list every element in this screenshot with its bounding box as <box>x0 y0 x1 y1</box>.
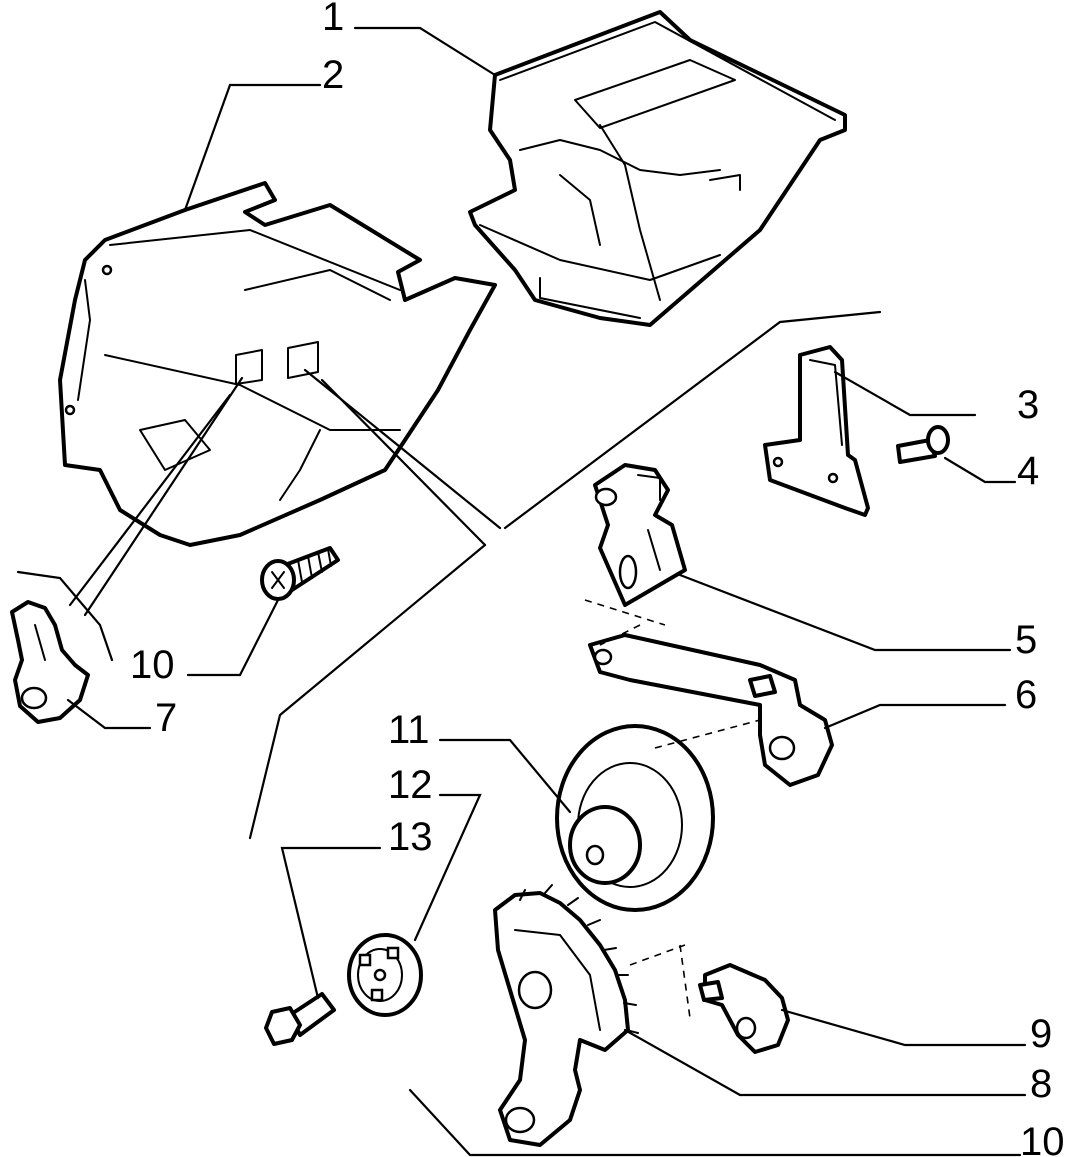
part-4-small-bolt <box>896 425 950 464</box>
label-part-8: 8 <box>1030 1062 1052 1106</box>
label-part-4: 4 <box>1017 449 1039 493</box>
label-part-6: 6 <box>1015 673 1037 717</box>
part-labels: 1 2 3 4 5 6 7 8 9 10 10 11 12 13 <box>130 0 1065 1157</box>
part-7-small-lever <box>10 600 90 724</box>
label-part-1: 1 <box>322 0 344 39</box>
label-part-10-upper: 10 <box>130 643 175 687</box>
label-part-11: 11 <box>388 708 430 752</box>
label-part-13: 13 <box>388 815 433 859</box>
part-1-upper-housing <box>468 10 847 327</box>
part-6-link-arm <box>588 633 834 787</box>
label-part-5: 5 <box>1015 618 1037 662</box>
part-8-toothed-sector <box>493 884 639 1147</box>
assembly-axes <box>584 599 761 1019</box>
part-2-lower-housing <box>58 181 497 547</box>
label-part-7: 7 <box>155 696 177 740</box>
part-11-pulley <box>555 724 715 912</box>
label-part-10-lower: 10 <box>1020 1120 1065 1157</box>
label-part-9: 9 <box>1030 1012 1052 1056</box>
label-part-3: 3 <box>1017 383 1039 427</box>
part-9-bell-crank <box>698 963 790 1054</box>
leader-lines <box>16 26 1027 1157</box>
part-3-bracket <box>763 345 870 517</box>
part-12-cam-bush <box>347 933 423 1017</box>
part-10-screw-upper <box>260 546 340 601</box>
label-part-2: 2 <box>322 53 344 97</box>
label-part-12: 12 <box>388 763 433 807</box>
part-5-slotted-lever <box>593 463 687 607</box>
part-13-hex-bolt <box>264 992 336 1046</box>
